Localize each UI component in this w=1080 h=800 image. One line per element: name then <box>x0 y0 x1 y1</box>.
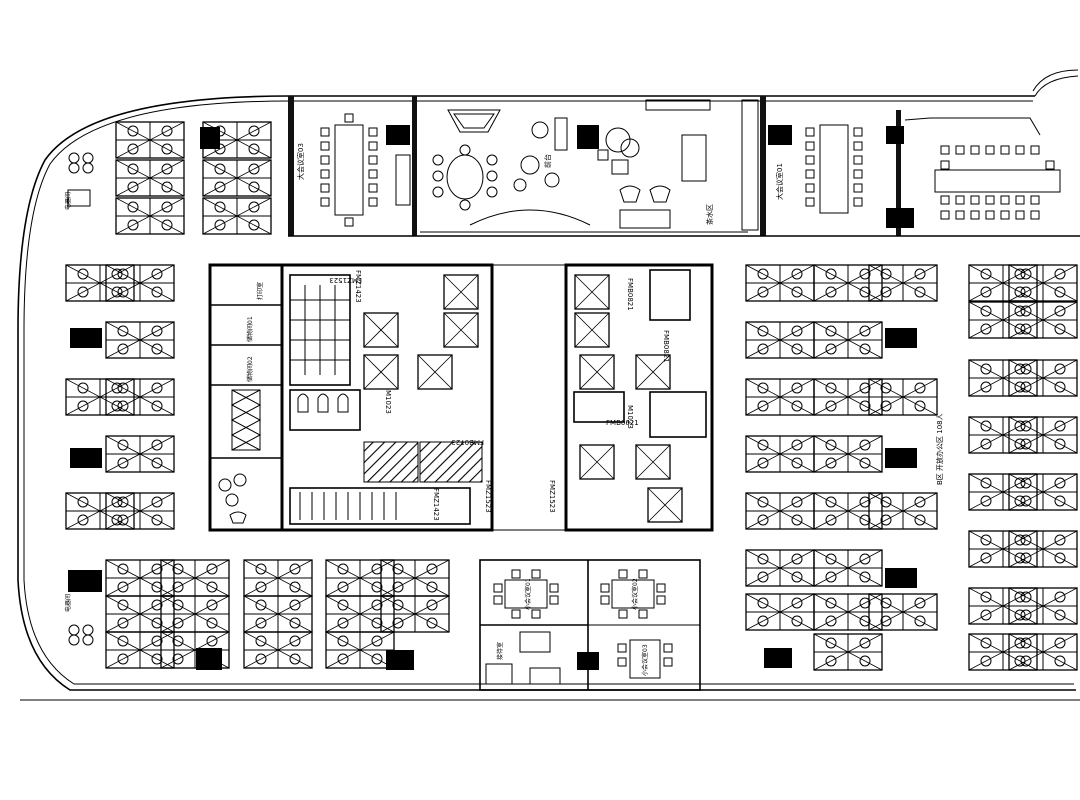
workstations-right: B区 开放办公区 108人 <box>745 264 1078 671</box>
tea-area-label: 茶水区 <box>705 204 714 225</box>
workstations-left-column <box>65 264 175 530</box>
print-room-label: 打印室 <box>256 282 264 300</box>
conference-room-large-left-label: 大会议室03 <box>296 143 305 180</box>
core-left-service: 打印室 储物间01 储物间02 <box>208 263 284 532</box>
small-conference-room-1-label: 小会议室01 <box>524 578 532 610</box>
core-main: FMZ1523 FMZ1423 FMZ1423 FMZ1523 FMZ1523 … <box>280 263 714 532</box>
door-m1023-left: M1023 <box>384 390 392 414</box>
conference-room-large-left: 大会议室03 <box>296 113 411 227</box>
conference-chairs <box>320 113 378 227</box>
small-conference-room-2-label: 小会议室02 <box>631 578 639 610</box>
workstations-upper-left: 电器间 <box>64 121 272 235</box>
conference-room-large-right: 大会议室01 <box>768 124 863 214</box>
building-envelope <box>17 69 1080 701</box>
door-fmb0723-left: FMB0723 <box>451 438 484 446</box>
storage-room-2-label: 储物间02 <box>246 356 254 382</box>
door-fmz1523-center-left: FMZ1523 <box>484 480 492 513</box>
door-m1023-right: M1023 <box>626 405 634 429</box>
reception-area: 前台 茶水区 <box>432 99 759 231</box>
door-fmz1523-top-left: FMZ1523 <box>329 276 362 284</box>
door-fmz1523-center-right: FMZ1523 <box>548 480 556 513</box>
electric-room-top-label: 电器间 <box>64 192 72 210</box>
door-fmb0821-right-mid: FMB0821 <box>662 330 670 363</box>
reception-label: 前台 <box>543 154 552 168</box>
top-room-walls <box>288 96 1080 237</box>
small-meeting-rooms: 小会议室01 小会议室02 小会议室03 接待室 <box>479 559 701 691</box>
conference-room-far-right <box>886 117 1061 228</box>
conference-room-large-right-label: 大会议室01 <box>775 163 784 200</box>
storage-room-1-label: 储物间01 <box>246 316 254 342</box>
small-conference-room-3-label: 小会议室03 <box>641 644 649 676</box>
door-fmz1423-bottom-left: FMZ1423 <box>432 488 440 521</box>
door-fmb0821-right-top: FMB0821 <box>626 278 634 311</box>
door-fmb0621-right-low: FMB0621 <box>606 419 639 427</box>
workstations-lower-left: 电器间 <box>64 559 450 670</box>
electric-room-bottom-label: 电器间 <box>64 594 72 612</box>
open-office-b-label: B区 开放办公区 108人 <box>935 413 944 485</box>
reception-room-label: 接待室 <box>496 642 504 660</box>
door-fmz1423-mid-left: FMZ1423 <box>354 270 362 303</box>
